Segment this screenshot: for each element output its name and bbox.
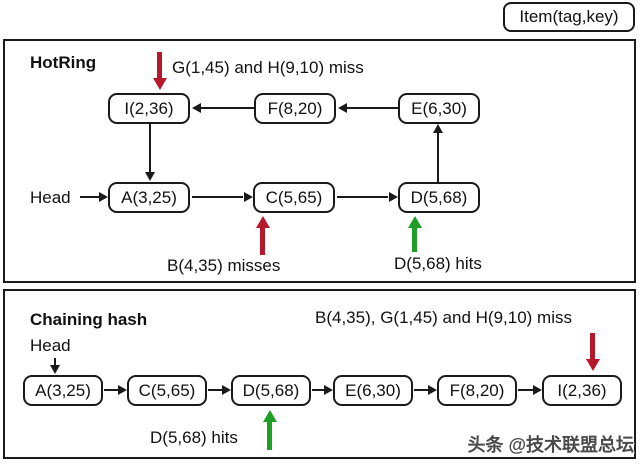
- chaining-annotation-d-hit: D(5,68) hits: [150, 428, 238, 447]
- hotring-node-A: A(3,25): [108, 182, 190, 213]
- chain-arrow-line: [414, 389, 428, 391]
- chaining-hash-panel: [3, 289, 636, 459]
- chaining-head-arrow-line: [54, 358, 56, 367]
- hotring-annotation-d-hit: D(5,68) hits: [394, 254, 482, 273]
- chaining-title: Chaining hash: [30, 310, 148, 329]
- arrow-i-to-a-line: [149, 124, 151, 173]
- chain-arrow-head-icon: [118, 385, 127, 395]
- chaining-node-E: E(6,30): [333, 375, 413, 406]
- arrow-a-to-c-head-icon: [244, 192, 253, 202]
- chaining-miss-arrowhead-down-icon: [586, 359, 600, 371]
- hotring-title: HotRing: [30, 53, 97, 72]
- chain-arrow-head-icon: [533, 385, 542, 395]
- chaining-node-A: A(3,25): [23, 375, 103, 406]
- hotring-head-label: Head: [30, 188, 71, 207]
- chaining-head-arrow-head-icon: [50, 365, 60, 374]
- chaining-hit-arrow-up-icon: [267, 422, 272, 450]
- chain-arrow-line: [208, 389, 222, 391]
- chain-arrow-head-icon: [324, 385, 333, 395]
- chain-arrow-line: [104, 389, 118, 391]
- chaining-head-label: Head: [30, 336, 71, 355]
- chain-arrow-head-icon: [428, 385, 437, 395]
- arrow-e-to-f-head-icon: [338, 103, 347, 113]
- arrow-a-to-c-line: [192, 196, 243, 198]
- hotring-annotation-gh-miss: G(1,45) and H(9,10) miss: [172, 58, 364, 77]
- chaining-miss-arrow-down-icon: [590, 333, 595, 360]
- chain-arrow-head-icon: [222, 385, 231, 395]
- chaining-node-F: F(8,20): [437, 375, 517, 406]
- chaining-node-C: C(5,65): [127, 375, 207, 406]
- arrow-e-to-f-line: [346, 107, 398, 109]
- arrow-c-to-d-head-icon: [389, 192, 398, 202]
- arrow-f-to-i-line: [200, 107, 254, 109]
- chaining-annotation-bgh-miss: B(4,35), G(1,45) and H(9,10) miss: [315, 308, 572, 327]
- chaining-node-D: D(5,68): [231, 375, 311, 406]
- hit-arrow-up-icon: [412, 228, 417, 252]
- arrow-f-to-i-head-icon: [192, 103, 201, 113]
- hotring-node-D: D(5,68): [398, 182, 480, 213]
- arrow-d-to-e-head-icon: [433, 124, 443, 133]
- miss-arrow-down-icon: [157, 52, 162, 79]
- hotring-panel: [3, 39, 636, 283]
- chain-arrow-line: [312, 389, 324, 391]
- arrow-c-to-d-line: [337, 196, 388, 198]
- hotring-node-I: I(2,36): [108, 93, 190, 124]
- chaining-node-I: I(2,36): [542, 375, 622, 406]
- head-arrow-head-icon: [99, 192, 108, 202]
- item-legend-label: Item(tag,key): [519, 7, 619, 26]
- arrow-i-to-a-head-icon: [145, 172, 155, 181]
- hotring-node-E: E(6,30): [398, 93, 480, 124]
- arrow-d-to-e-line: [437, 131, 439, 182]
- chaining-hit-arrowhead-up-icon: [263, 410, 277, 422]
- watermark: 头条 @技术联盟总坛: [467, 435, 634, 455]
- item-legend-box: Item(tag,key): [503, 2, 635, 32]
- miss-arrowhead-up-icon: [256, 216, 270, 228]
- hit-arrowhead-up-icon: [408, 216, 422, 228]
- hotring-node-F: F(8,20): [254, 93, 336, 124]
- miss-arrow-up-icon: [260, 228, 265, 255]
- chain-arrow-line: [518, 389, 533, 391]
- head-arrow-line: [80, 196, 99, 198]
- hotring-annotation-b-miss: B(4,35) misses: [167, 256, 281, 275]
- miss-arrowhead-down-icon: [153, 78, 167, 90]
- hotring-node-C: C(5,65): [253, 182, 335, 213]
